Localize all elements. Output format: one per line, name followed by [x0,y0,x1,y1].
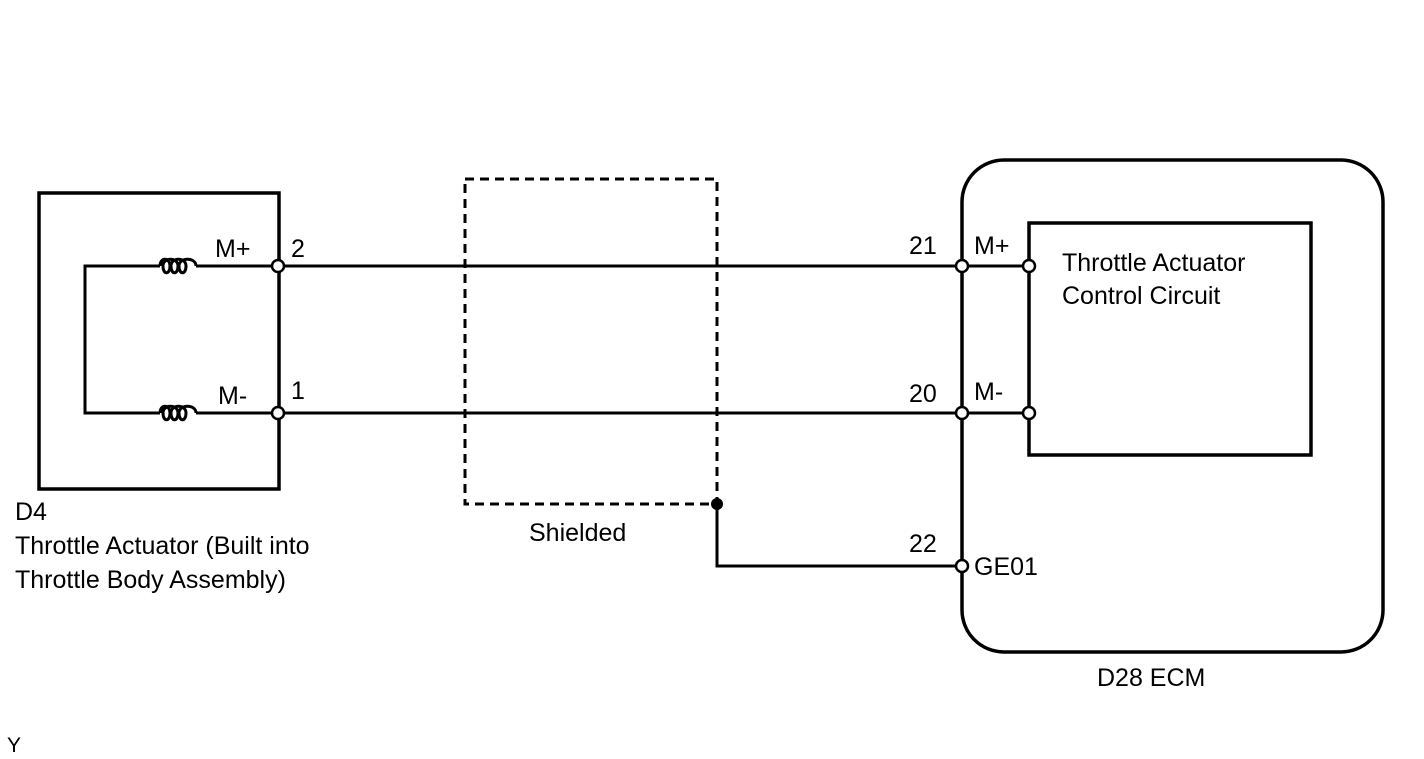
throttle-actuator-box [37,191,281,491]
actuator-pin-m-minus-label: M- [218,382,247,410]
ecm-pin-ge01-label: GE01 [974,553,1038,581]
ecm-terminal-21 [954,258,970,274]
actuator-pin-m-plus-label: M+ [215,235,250,263]
shield-junction-dot [711,498,723,510]
shield-ground-wire [715,504,956,568]
actuator-pin-2-number: 2 [291,235,305,263]
ecm-pin-m-minus-label: M- [974,378,1003,406]
actuator-connector-id: D4 [15,498,47,526]
ecm-pin-20-number: 20 [909,380,937,408]
actuator-terminal-2 [270,258,286,274]
shield-label: Shielded [529,519,626,547]
actuator-internal-loop-wire [83,264,160,415]
ecm-pin-21-number: 21 [909,232,937,260]
ecm-pin-m-plus-label: M+ [974,232,1009,260]
actuator-pin-1-number: 1 [291,377,305,405]
actuator-coil-bottom-icon [158,404,198,422]
control-circuit-box [1027,221,1313,457]
footer-code: Y [7,734,21,757]
control-circuit-label-line1: Throttle Actuator [1062,249,1245,277]
ecm-terminal-20 [954,405,970,421]
control-circuit-terminal-m-plus [1021,258,1037,274]
shield-outline [463,177,719,506]
actuator-coil-top-icon [158,257,198,275]
control-circuit-terminal-m-minus [1021,405,1037,421]
control-circuit-label-line2: Control Circuit [1062,282,1220,310]
actuator-name-line1: Throttle Actuator (Built into [15,532,310,560]
ecm-label: D28 ECM [1097,664,1205,692]
ecm-terminal-22 [954,558,970,574]
actuator-name-line2: Throttle Body Assembly) [15,566,286,594]
actuator-terminal-1 [270,405,286,421]
ecm-pin-22-number: 22 [909,530,937,558]
